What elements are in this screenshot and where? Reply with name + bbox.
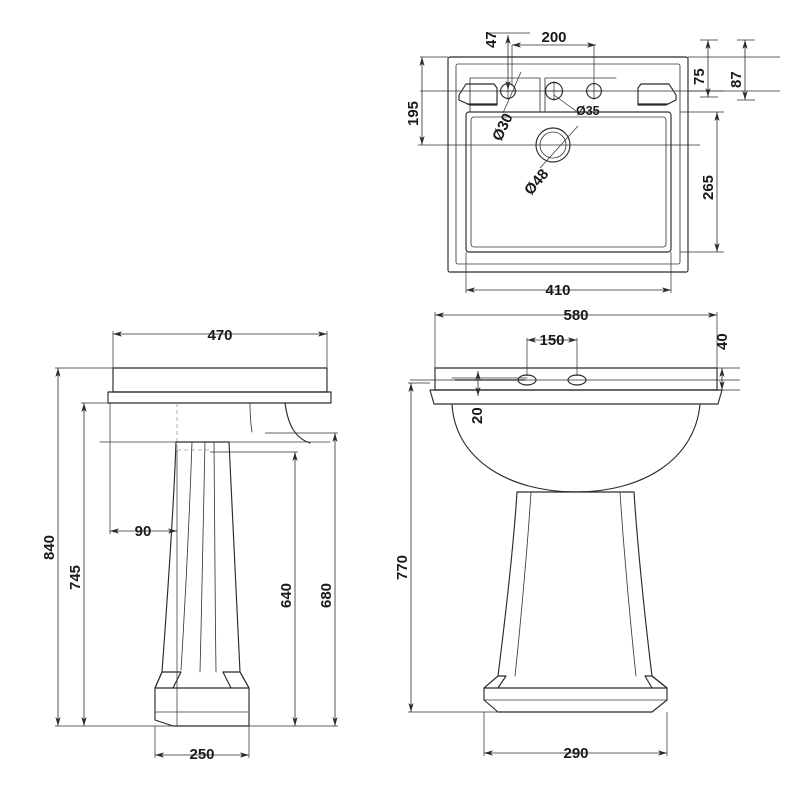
basin-slab-lower — [107, 391, 332, 404]
dim-150-label: 150 — [539, 332, 564, 349]
dim-745-label: 745 — [67, 565, 84, 590]
dim-680-label: 680 — [318, 583, 335, 608]
basin-outer-outline — [447, 56, 689, 273]
pedestal-body — [154, 441, 250, 727]
dim-840-label: 840 — [41, 535, 58, 560]
dim-265: 265 — [700, 112, 720, 252]
dim-770-label: 770 — [394, 555, 411, 580]
dim-410: 410 — [465, 252, 672, 299]
dim-470: 470 — [112, 327, 328, 368]
dim-680: 680 — [249, 432, 338, 727]
pedestal-flute-mid — [199, 441, 206, 673]
leader-dia35: Ø35 — [553, 94, 600, 118]
front-base-chamfer-right — [644, 675, 668, 689]
front-flute-left — [514, 491, 532, 677]
dim-195: 195 — [405, 56, 448, 145]
pedestal-flute-left — [180, 441, 193, 671]
dim-87-label: 87 — [728, 71, 745, 88]
dim-580-front-label: 580 — [563, 307, 588, 324]
dim-47: 47 — [483, 31, 530, 90]
dim-840: 840 — [41, 367, 173, 727]
dim-265-label: 265 — [700, 175, 717, 200]
basin-rim-outline — [455, 63, 681, 265]
dim-90-label: 90 — [135, 523, 152, 540]
right-recess — [637, 83, 677, 106]
dim-87: 87 — [728, 39, 755, 101]
dim-640-label: 640 — [278, 583, 295, 608]
dim-200-label: 200 — [541, 29, 566, 46]
left-recess — [458, 83, 498, 106]
dim-250: 250 — [154, 726, 250, 763]
dim-770: 770 — [394, 382, 498, 713]
leader-dia35-label: Ø35 — [576, 104, 600, 118]
pedestal-flute-mid2 — [213, 441, 217, 673]
basin-under-curve — [284, 402, 311, 444]
dim-150: 150 — [526, 332, 578, 376]
dim-20: 20 — [469, 371, 486, 424]
dim-90: 90 — [109, 403, 178, 726]
dim-580-front: 580 — [434, 307, 718, 368]
dim-75-label: 75 — [691, 68, 708, 85]
front-flute-right — [619, 491, 637, 677]
dim-745: 745 — [67, 402, 108, 726]
bowl-inner-outline-2 — [470, 116, 667, 248]
rear-shelf-right — [544, 77, 617, 113]
dim-640: 640 — [210, 451, 298, 726]
dim-410-label: 410 — [545, 282, 570, 299]
dim-75: 75 — [691, 39, 718, 98]
rear-shelf-left — [469, 77, 541, 113]
front-view: 580 150 40 20 770 — [394, 307, 740, 762]
dim-195-label: 195 — [405, 101, 422, 126]
base-chamfer-left — [154, 671, 182, 689]
basin-under-left — [249, 402, 253, 433]
dim-470-label: 470 — [207, 327, 232, 344]
base-chamfer-right — [222, 671, 250, 689]
dim-47-label: 47 — [483, 31, 500, 48]
dim-200: 200 — [511, 29, 596, 86]
dim-290: 290 — [483, 712, 668, 762]
front-base-chamfer-left — [483, 675, 507, 689]
dim-40-label: 40 — [714, 333, 731, 350]
dim-290-label: 290 — [563, 745, 588, 762]
front-apron — [429, 389, 723, 405]
dim-40: 40 — [714, 333, 740, 391]
front-pedestal-body — [483, 491, 668, 713]
dim-20-label: 20 — [469, 407, 486, 424]
dim-250-label: 250 — [189, 746, 214, 763]
side-view: 470 840 745 90 640 — [41, 327, 338, 763]
